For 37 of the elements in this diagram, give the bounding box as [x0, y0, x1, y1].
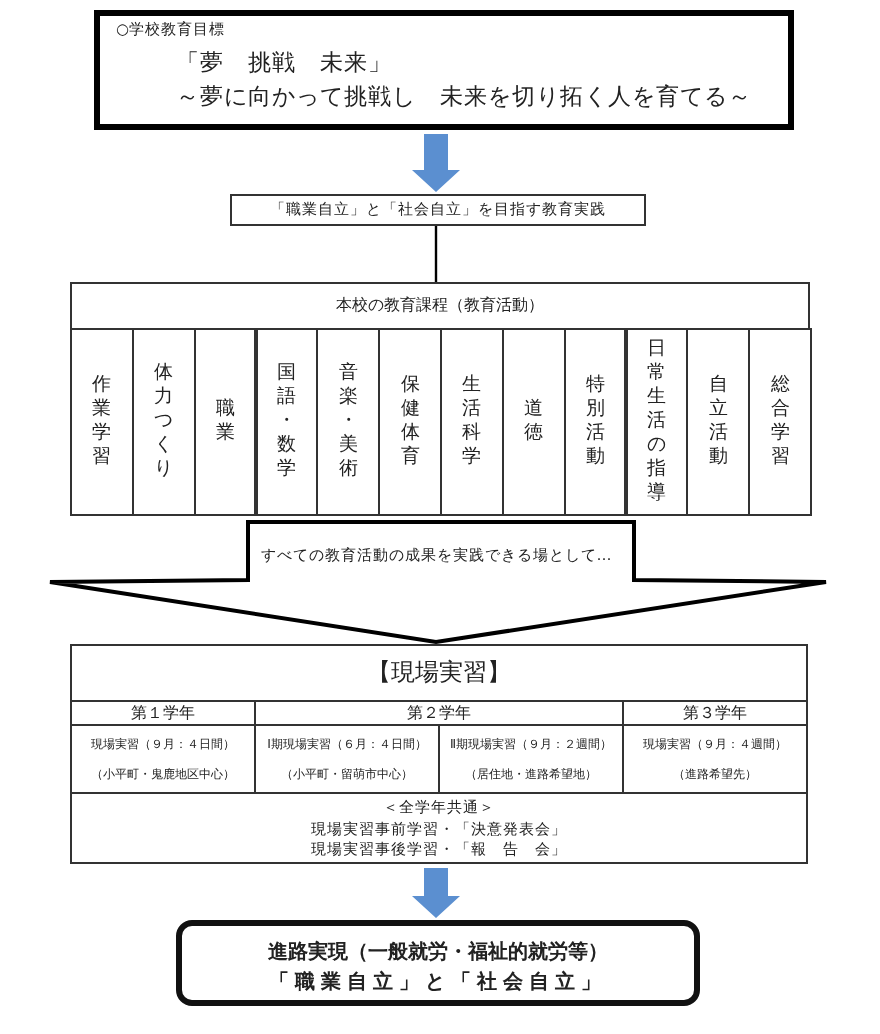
subject-text: 総合学習 — [770, 374, 790, 470]
subject-text: 体力つくり — [153, 362, 173, 482]
label-text: 第２学年 — [405, 702, 473, 724]
subject-text: 特別活動 — [585, 374, 605, 470]
result-box — [176, 920, 700, 1006]
table-frame — [70, 644, 808, 864]
subject-text: 自立活動 — [708, 374, 728, 470]
subject-text: 国語・数学 — [277, 362, 297, 482]
table-frame — [70, 282, 810, 516]
result-text: 「職業自立」と「社会自立」 — [267, 968, 609, 998]
label-box — [70, 700, 256, 726]
subject-cell — [255, 328, 319, 516]
label-text: 第３学年 — [681, 702, 749, 724]
subject-text: 日常生活の指導 — [647, 338, 667, 506]
connector-line — [434, 226, 438, 282]
header-cell-text: 本校の教育課程（教育活動） — [334, 294, 546, 318]
block-arrow — [412, 134, 460, 192]
subject-text: 保健体育 — [400, 374, 420, 470]
result-text: 進路実現（一般就労・福祉的就労等） — [266, 938, 610, 968]
subject-text: 生活科学 — [462, 374, 482, 470]
subject-cell — [625, 328, 689, 516]
slogan-text: 「夢 挑戦 未来」 — [176, 46, 394, 80]
label-box — [230, 194, 646, 226]
label-box — [254, 700, 624, 726]
header-cell-text: 【現場実習】 — [365, 656, 513, 690]
goal-box — [94, 10, 794, 130]
label-box — [622, 700, 808, 726]
label-text: 第１学年 — [129, 702, 197, 724]
subject-text: 道徳 — [523, 398, 543, 446]
subject-text: 作業学習 — [92, 374, 112, 470]
subject-cell — [563, 328, 627, 516]
subject-cell — [748, 328, 812, 516]
subject-text: 職業 — [215, 398, 235, 446]
subject-cell — [193, 328, 257, 516]
block-arrow — [412, 868, 460, 918]
subject-text: 音楽・美術 — [338, 362, 358, 482]
motto-text: ～夢に向かって挑戦し 未来を切り拓く人を育てる～ — [176, 80, 754, 114]
